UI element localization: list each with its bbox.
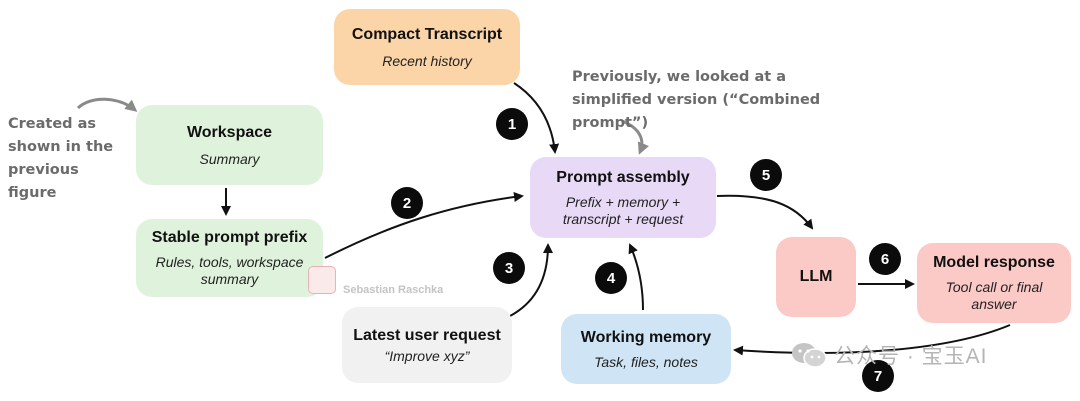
step-badge-3: 3: [493, 252, 525, 284]
wechat-logo-icon: [792, 343, 827, 368]
model-response-box: Model response Tool call or final answer: [917, 243, 1071, 323]
step-badge-6: 6: [869, 243, 901, 275]
arrow-transcript-to-assembly: [513, 82, 560, 154]
latest-request-box: Latest user request “Improve xyz”: [342, 307, 512, 383]
latest-request-sub: “Improve xyz”: [384, 347, 470, 364]
arrow-prefix-to-assembly: [324, 192, 524, 259]
stable-prefix-box: Stable prompt prefix Rules, tools, works…: [136, 219, 323, 297]
step-badge-7: 7: [862, 360, 894, 392]
latest-request-title: Latest user request: [353, 326, 501, 344]
prompt-assembly-sub: Prefix + memory + transcript + request: [562, 193, 684, 227]
compact-transcript-title: Compact Transcript: [351, 25, 503, 43]
workspace-title: Workspace: [186, 123, 273, 141]
compact-transcript-sub: Recent history: [382, 52, 472, 69]
llm-title: LLM: [799, 268, 833, 285]
prompt-assembly-box: Prompt assembly Prefix + memory + transc…: [530, 157, 716, 238]
workspace-sub: Summary: [199, 150, 260, 167]
model-response-sub: Tool call or final answer: [945, 279, 1043, 312]
working-memory-sub: Task, files, notes: [594, 353, 698, 370]
stable-prefix-title: Stable prompt prefix: [151, 229, 308, 246]
compact-transcript-box: Compact Transcript Recent history: [334, 9, 520, 85]
stable-prefix-sub: Rules, tools, workspace summary: [155, 254, 304, 287]
note-previously: Previously, we looked at a simplified ve…: [572, 69, 821, 131]
workspace-box: Workspace Summary: [136, 105, 323, 185]
working-memory-box: Working memory Task, files, notes: [561, 314, 731, 384]
author-stamp-icon: [308, 266, 336, 294]
step-badge-1: 1: [496, 108, 528, 140]
working-memory-title: Working memory: [580, 328, 712, 346]
wechat-watermark: 公众号 · 宝玉AI: [790, 340, 988, 370]
note-created: Created as shown in the previous figure: [8, 116, 114, 201]
step-badge-2: 2: [391, 187, 423, 219]
note-arrow-created: [76, 97, 138, 112]
prompt-assembly-title: Prompt assembly: [556, 168, 690, 186]
author-watermark: Sebastian Raschka: [343, 284, 444, 296]
model-response-title: Model response: [933, 254, 1055, 271]
step-badge-5: 5: [750, 159, 782, 191]
note-arrow-previously: [621, 119, 649, 155]
llm-box: LLM: [776, 237, 856, 317]
arrow-assembly-to-llm: [716, 194, 814, 230]
arrow-response-to-memory: [733, 324, 1011, 356]
step-badge-4: 4: [595, 262, 627, 294]
arrow-request-to-assembly: [509, 243, 553, 317]
wechat-watermark-text: 公众号 · 宝玉AI: [834, 345, 988, 368]
arrow-memory-to-assembly: [628, 243, 644, 311]
